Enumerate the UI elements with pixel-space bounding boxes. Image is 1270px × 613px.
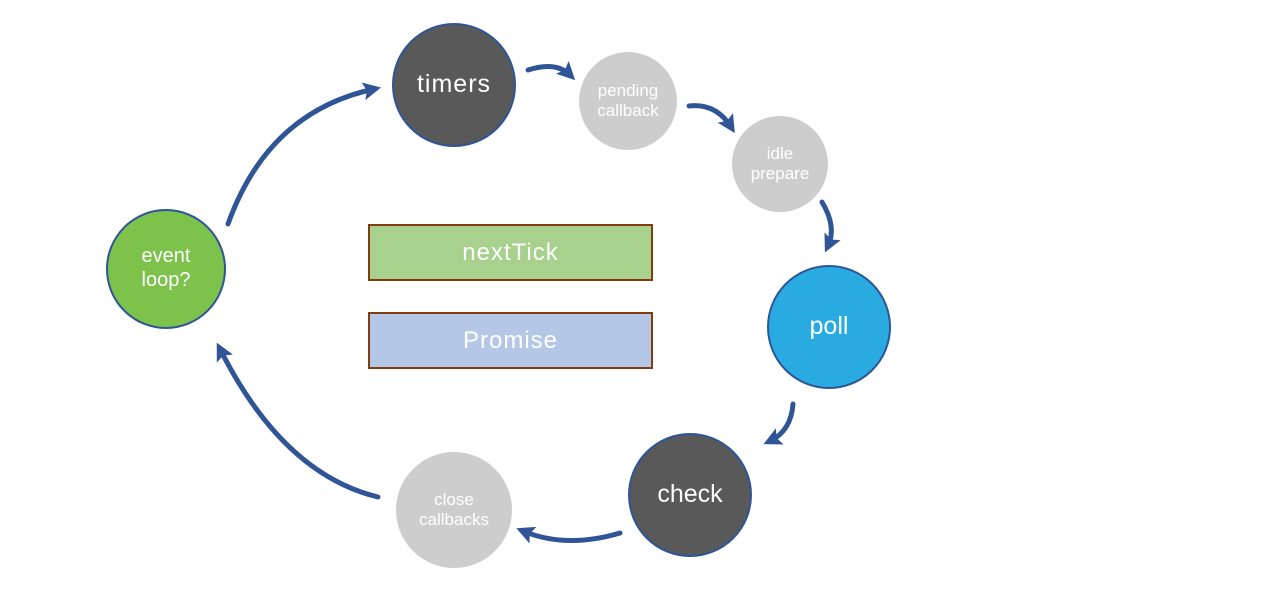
node-idle-prepare: idle prepare bbox=[732, 116, 828, 212]
arrow-pending-to-idle bbox=[686, 103, 735, 134]
node-poll: poll bbox=[767, 265, 891, 389]
node-timers: timers bbox=[392, 23, 516, 147]
arrow-event-loop-to-timers bbox=[225, 82, 382, 227]
arrow-poll-to-check bbox=[763, 401, 796, 445]
box-promise-label: Promise bbox=[462, 326, 559, 354]
node-event-loop-label: event loop? bbox=[141, 245, 191, 291]
node-event-loop: event loop? bbox=[106, 209, 226, 329]
arrow-timers-to-pending bbox=[525, 61, 576, 81]
arrow-idle-to-poll bbox=[819, 199, 841, 253]
node-idle-prepare-label: idle prepare bbox=[750, 143, 810, 183]
node-check: check bbox=[628, 433, 752, 557]
node-poll-label: poll bbox=[809, 312, 849, 341]
node-check-label: check bbox=[657, 480, 723, 509]
arrow-close-callbacks-to-event-loop bbox=[216, 342, 381, 500]
node-timers-label: timers bbox=[416, 70, 492, 99]
node-close-callbacks: close callbacks bbox=[396, 452, 512, 568]
arrow-check-to-close-callbacks bbox=[516, 526, 623, 544]
node-close-callbacks-label: close callbacks bbox=[419, 489, 489, 529]
node-pending-callback-label: pending callback bbox=[597, 80, 659, 120]
node-pending-callback: pending callback bbox=[579, 52, 677, 150]
box-nexttick-label: nextTick bbox=[462, 238, 559, 266]
box-nexttick: nextTick bbox=[368, 224, 653, 281]
box-promise: Promise bbox=[368, 312, 653, 369]
